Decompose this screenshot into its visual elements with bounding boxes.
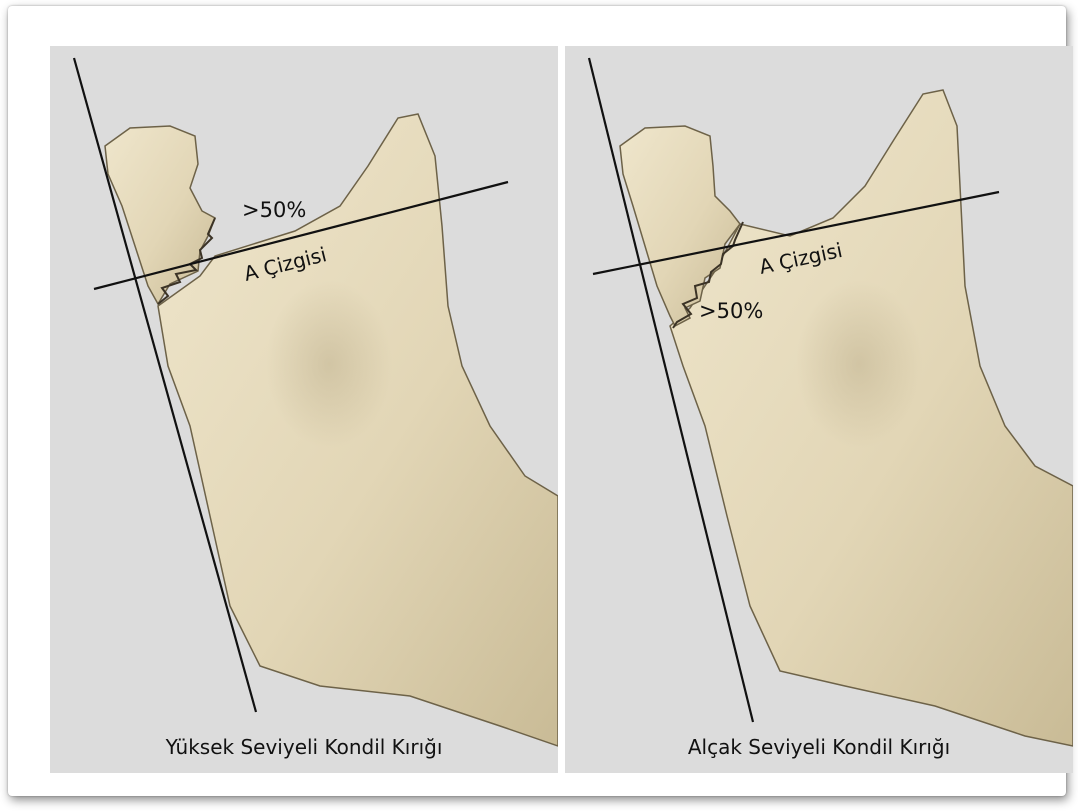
mandible-illustration-low: A Çizgisi >50% (565, 46, 1073, 773)
mandible-illustration-high: >50% A Çizgisi (50, 46, 558, 773)
panel-caption: Alçak Seviyeli Kondil Kırığı (565, 735, 1073, 759)
figure-frame: >50% A Çizgisi Yüksek Seviyeli Kondil Kı… (8, 6, 1066, 796)
panel-caption: Yüksek Seviyeli Kondil Kırığı (50, 735, 558, 759)
percent-label: >50% (699, 299, 763, 323)
panel-high-condyle-fracture: >50% A Çizgisi Yüksek Seviyeli Kondil Kı… (50, 46, 558, 773)
percent-label: >50% (242, 198, 306, 222)
panel-low-condyle-fracture: A Çizgisi >50% Alçak Seviyeli Kondil Kır… (565, 46, 1073, 773)
